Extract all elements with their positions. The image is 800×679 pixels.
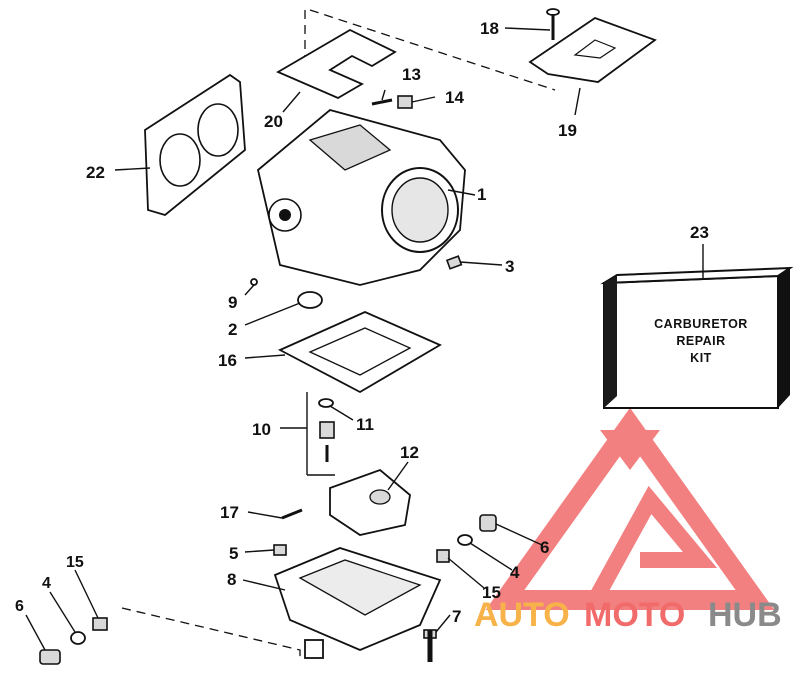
part-16-float-bowl-gasket [277, 311, 442, 394]
part-6-plug-left-icon [39, 649, 61, 665]
watermark-auto: AUTO [474, 596, 570, 634]
kit-label-line3: KIT [690, 351, 712, 365]
part-4-washer-right-icon [457, 534, 473, 546]
callout-5: 5 [229, 544, 238, 563]
callout-6-right: 6 [540, 538, 549, 557]
callout-11: 11 [356, 415, 374, 434]
part-15-jet-right-icon [436, 549, 450, 563]
part-22-gasket [144, 73, 246, 216]
callout-18: 18 [480, 19, 499, 38]
watermark-moto: MOTO [584, 596, 685, 634]
part-7-screw-icon [423, 629, 437, 662]
part-15-jet-left-icon [92, 617, 108, 631]
callout-22: 22 [86, 163, 105, 182]
part-23-carburetor-repair-kit-box: CARBURETOR REPAIR KIT [600, 266, 794, 409]
part-20-cover-plate [276, 28, 397, 100]
callout-9: 9 [228, 293, 237, 312]
callout-20: 20 [264, 112, 283, 131]
part-17-pin-icon [281, 508, 303, 520]
callout-10: 10 [252, 420, 271, 439]
part-8-float-bowl [273, 547, 442, 659]
callout-4-right: 4 [510, 563, 520, 582]
leader-lines [25, 27, 704, 651]
assembly-line-bottom [121, 607, 301, 660]
part-18-screw-icon [546, 8, 560, 40]
callout-2: 2 [228, 320, 237, 339]
callout-12: 12 [400, 443, 419, 462]
part-4-washer-left-icon [70, 631, 86, 645]
kit-label-line1: CARBURETOR [654, 317, 748, 331]
part-12-float [329, 468, 411, 536]
callout-4-left: 4 [42, 575, 51, 592]
callout-6-left: 6 [15, 598, 24, 615]
callout-17: 17 [220, 503, 239, 522]
assembly-line-top [309, 9, 556, 91]
part-13-pin-icon [371, 98, 393, 106]
callout-1: 1 [477, 185, 486, 204]
callout-labels: 18 19 13 14 20 22 1 3 23 9 2 16 10 11 12… [15, 19, 709, 626]
callout-19: 19 [558, 121, 577, 140]
callout-15-right: 15 [482, 583, 501, 602]
callout-7: 7 [452, 607, 461, 626]
watermark-text: AUTO MOTO HUB [474, 596, 782, 634]
part-5-screw-icon [273, 544, 287, 556]
callout-3: 3 [505, 257, 514, 276]
callout-23: 23 [690, 223, 709, 242]
watermark-hub: HUB [708, 596, 782, 634]
part-11-washer-icon [318, 398, 334, 408]
part-19-cover-plate [528, 16, 657, 83]
callout-14: 14 [445, 88, 464, 107]
callout-16: 16 [218, 351, 237, 370]
part-9-ball-icon [250, 278, 258, 286]
part-2-disc-icon [297, 291, 323, 309]
part-14-fitting-icon [397, 95, 413, 109]
callout-13: 13 [402, 65, 421, 84]
kit-label-line2: REPAIR [676, 334, 725, 348]
callout-8: 8 [227, 570, 236, 589]
callout-15-left: 15 [66, 554, 84, 571]
part-1-carburetor-body [256, 109, 466, 286]
part-10-needle-seat [306, 392, 335, 476]
part-6-plug-right-icon [479, 514, 497, 532]
part-3-screw-icon [445, 255, 463, 270]
watermark-logo-icon [485, 407, 775, 610]
